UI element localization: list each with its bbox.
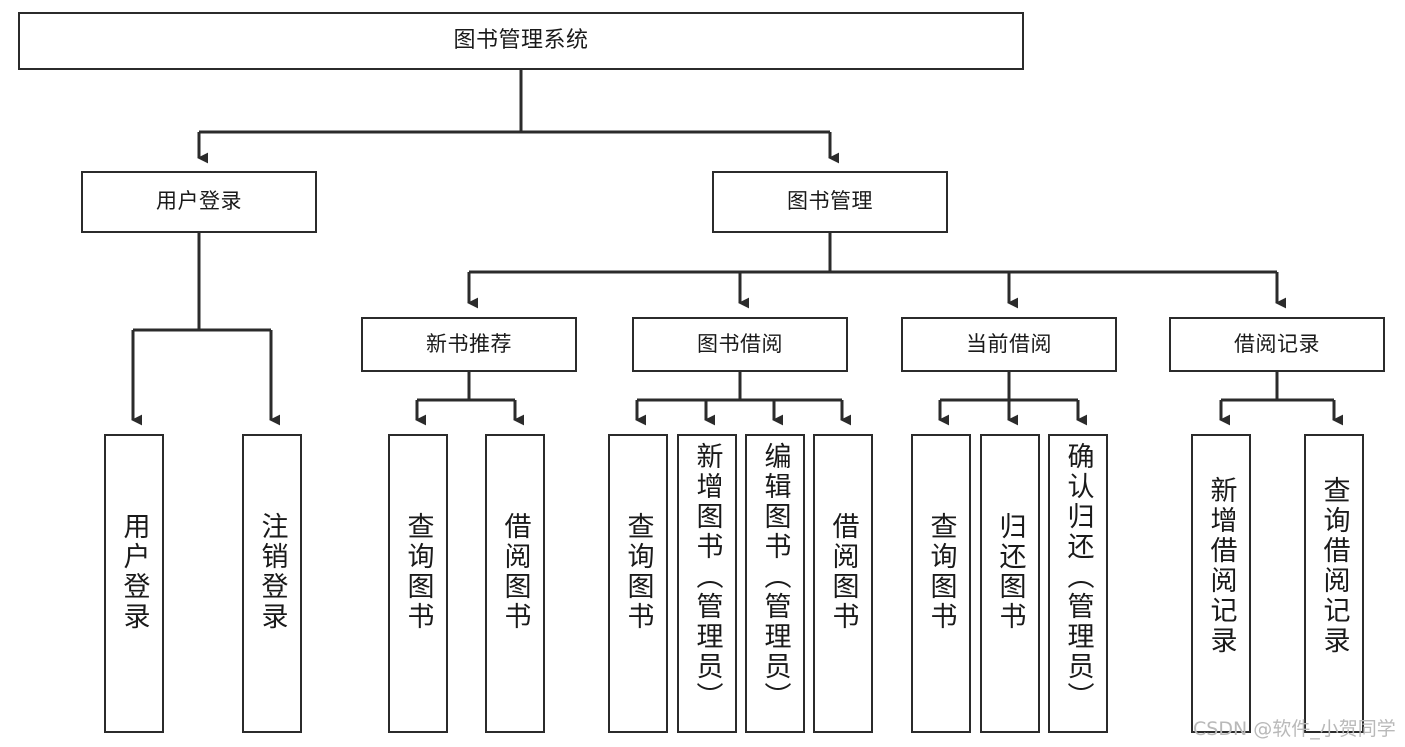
node-root-label: 图书管理系统 (453, 27, 589, 53)
node-leaf-query-record[interactable]: 查询借阅记录 (1304, 434, 1364, 733)
node-leaf-confirm-return-label: 确认归还（管理员） (1062, 442, 1094, 712)
node-book-borrow[interactable]: 图书借阅 (632, 317, 848, 372)
node-leaf-return-book-label: 归还图书 (994, 512, 1026, 632)
node-leaf-query-book-2[interactable]: 查询图书 (608, 434, 668, 733)
node-borrow-record[interactable]: 借阅记录 (1169, 317, 1385, 372)
node-leaf-query-record-label: 查询借阅记录 (1318, 476, 1350, 656)
node-leaf-user-logout[interactable]: 注销登录 (242, 434, 302, 733)
node-leaf-borrow-book-2[interactable]: 借阅图书 (813, 434, 873, 733)
node-leaf-query-book-1[interactable]: 查询图书 (388, 434, 448, 733)
node-book-borrow-label: 图书借阅 (697, 331, 783, 356)
node-new-book-rec[interactable]: 新书推荐 (361, 317, 577, 372)
node-current-borrow[interactable]: 当前借阅 (901, 317, 1117, 372)
csdn-watermark: CSDN @软件_小贺同学 (1193, 718, 1396, 740)
node-leaf-user-login-label: 用户登录 (118, 512, 150, 632)
node-book-manage-label: 图书管理 (787, 189, 873, 214)
node-new-book-rec-label: 新书推荐 (426, 331, 512, 356)
node-leaf-return-book[interactable]: 归还图书 (980, 434, 1040, 733)
node-root[interactable]: 图书管理系统 (18, 12, 1024, 70)
node-leaf-add-record-label: 新增借阅记录 (1205, 476, 1237, 656)
node-leaf-query-book-1-label: 查询图书 (402, 512, 434, 632)
node-leaf-query-book-3-label: 查询图书 (925, 512, 957, 632)
node-user-login[interactable]: 用户登录 (81, 171, 317, 233)
node-leaf-borrow-book-1[interactable]: 借阅图书 (485, 434, 545, 733)
node-leaf-edit-book-label: 编辑图书（管理员） (759, 442, 791, 712)
node-user-login-label: 用户登录 (156, 189, 242, 214)
node-leaf-edit-book[interactable]: 编辑图书（管理员） (745, 434, 805, 733)
node-leaf-query-book-3[interactable]: 查询图书 (911, 434, 971, 733)
node-leaf-user-login[interactable]: 用户登录 (104, 434, 164, 733)
node-leaf-add-record[interactable]: 新增借阅记录 (1191, 434, 1251, 733)
node-leaf-user-logout-label: 注销登录 (256, 512, 288, 632)
node-current-borrow-label: 当前借阅 (966, 331, 1052, 356)
node-leaf-add-book[interactable]: 新增图书（管理员） (677, 434, 737, 733)
node-leaf-query-book-2-label: 查询图书 (622, 512, 654, 632)
node-book-manage[interactable]: 图书管理 (712, 171, 948, 233)
node-leaf-confirm-return[interactable]: 确认归还（管理员） (1048, 434, 1108, 733)
node-leaf-borrow-book-1-label: 借阅图书 (499, 512, 531, 632)
node-borrow-record-label: 借阅记录 (1234, 331, 1320, 356)
node-leaf-add-book-label: 新增图书（管理员） (691, 442, 723, 712)
node-leaf-borrow-book-2-label: 借阅图书 (827, 512, 859, 632)
